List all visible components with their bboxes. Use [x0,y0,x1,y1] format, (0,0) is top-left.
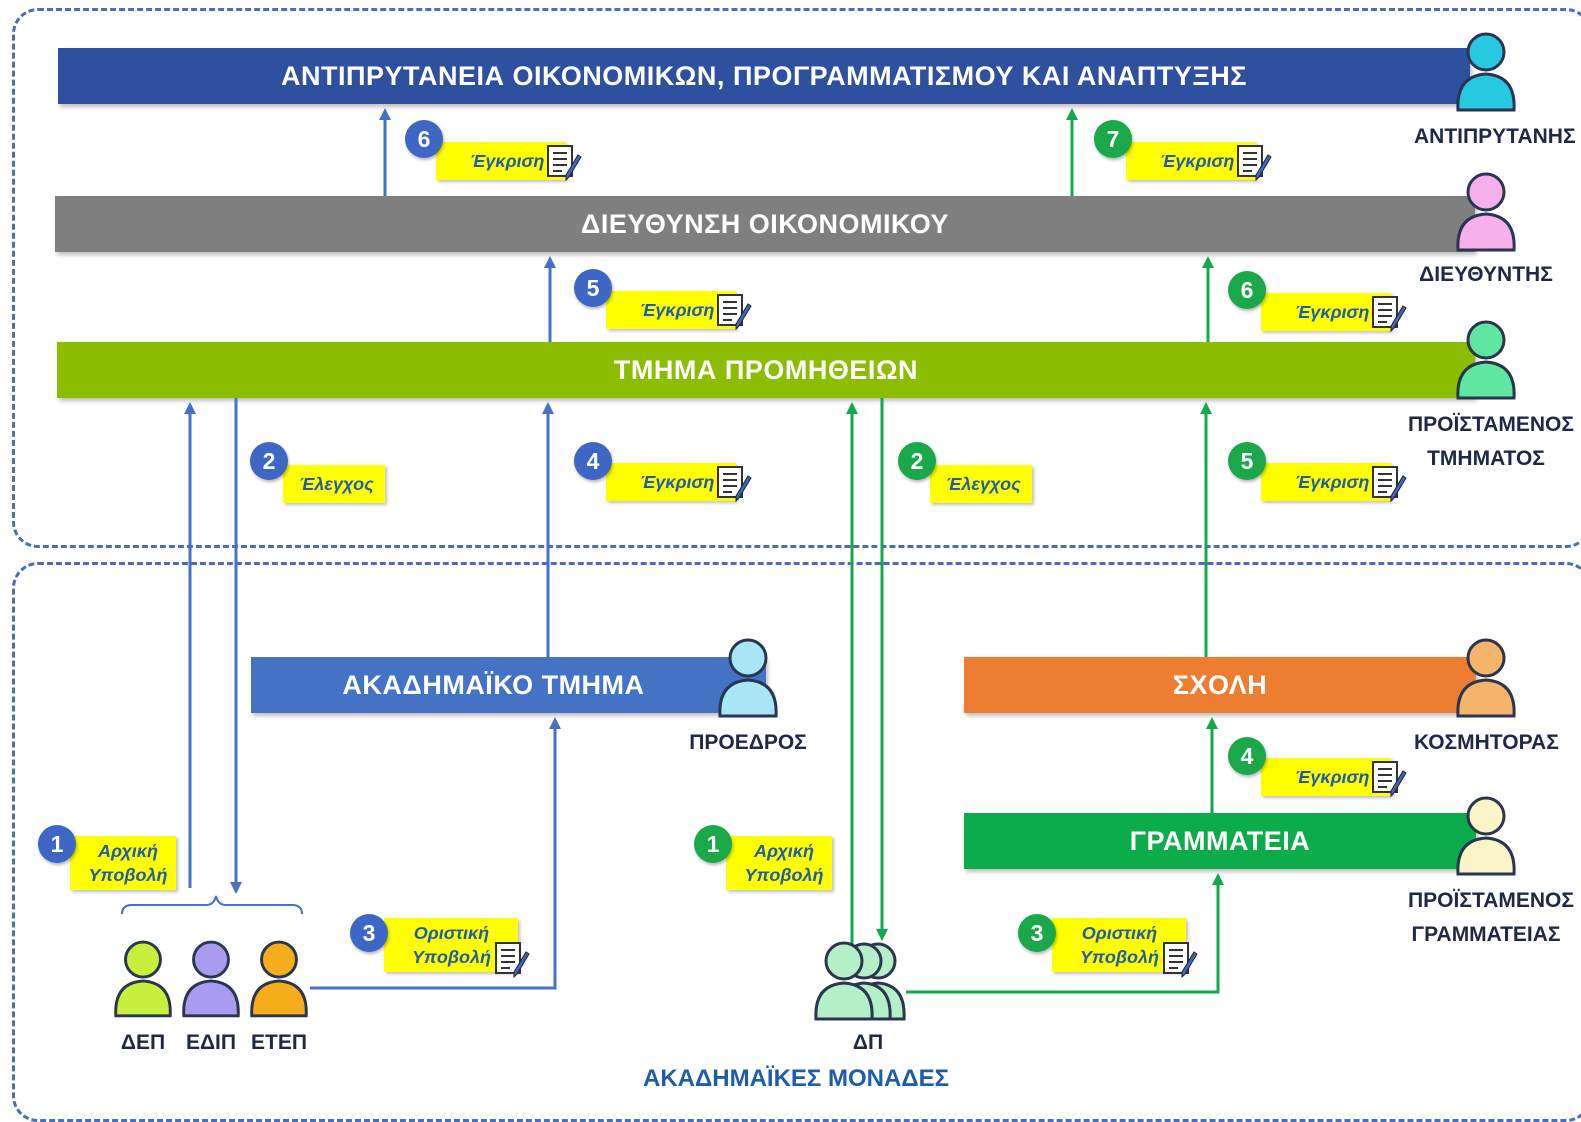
document-icon [1237,145,1272,182]
tag-line2: Υποβολή [744,865,824,885]
school-bar: ΣΧΟΛΗ [964,657,1476,713]
step-number-green-2: 2 [898,442,936,480]
step-number-green-6: 6 [1228,271,1266,309]
step-number-blue-5: 5 [574,269,612,307]
step-tag-blue-6: Έγκριση [436,142,566,180]
step-number-green-5: 5 [1228,442,1266,480]
document-icon [1372,466,1407,503]
procurement-head-person-icon [1456,320,1516,400]
document-icon [1372,296,1407,333]
edip-person-icon [182,940,240,1018]
dp-group-person-icon [814,941,906,1021]
tag-line1: Αρχική [98,841,158,861]
etep-person-icon [250,940,308,1018]
step-tag-green-4: Έγκριση [1261,758,1391,796]
step-tag-blue-2: Έλεγχος [283,465,385,503]
secretariat-head-person-icon [1456,796,1516,876]
vice-rectorate-bar: ΑΝΤΙΠΡΥΤΑΝΕΙΑ ΟΙΚΟΝΟΜΙΚΩΝ, ΠΡΟΓΡΑΜΜΑΤΙΣΜ… [58,48,1470,104]
document-icon [717,466,752,503]
step-number-blue-1: 1 [38,825,76,863]
tag-line1: Οριστική [413,923,490,943]
step-number-blue-6: 6 [405,120,443,158]
director-person-icon [1456,172,1516,252]
step-number-blue-2: 2 [250,442,288,480]
tag-line1: Αρχική [754,841,814,861]
dp-label: ΔΠ [852,1031,884,1054]
finance-directorate-bar: ΔΙΕΥΘΥΝΣΗ ΟΙΚΟΝΟΜΙΚΟΥ [55,196,1475,252]
label-line1: ΠΡΟΪΣΤΑΜΕΝΟΣ [1408,889,1574,912]
step-number-green-4: 4 [1228,737,1266,775]
document-icon [547,145,582,182]
arrow-blue-final-submit [310,717,561,990]
procurement-head-label: ΠΡΟΪΣΤΑΜΕΝΟΣ ΤΜΗΜΑΤΟΣ [1408,408,1574,476]
step-tag-green-7: Έγκριση [1126,142,1256,180]
document-icon [495,942,530,979]
secretariat-bar: ΓΡΑΜΜΑΤΕΙΑ [964,813,1476,869]
chair-label: ΠΡΟΕΔΡΟΣ [689,731,807,754]
dep-person-icon [114,940,172,1018]
tag-line1: Οριστική [1081,923,1158,943]
document-icon [1163,942,1198,979]
step-tag-green-5: Έγκριση [1261,463,1391,501]
step-tag-blue-5: Έγκριση [606,291,736,329]
tag-line2: Υποβολή [1080,947,1159,967]
edip-label: ΕΔΙΠ [185,1031,237,1054]
step-number-blue-3: 3 [350,914,388,952]
brace [121,895,303,915]
step-number-blue-4: 4 [574,442,612,480]
document-icon [1372,761,1407,798]
step-tag-green-2: Έλεγχος [930,465,1032,503]
step-tag-blue-4: Έγκριση [606,463,736,501]
step-tag-green-6: Έγκριση [1261,293,1391,331]
document-icon [717,294,752,331]
academic-units-footer: ΑΚΑΔΗΜΑΪΚΕΣ ΜΟΝΑΔΕΣ [643,1065,949,1092]
vice-rector-label: ΑΝΤΙΠΡΥΤΑΝΗΣ [1414,125,1576,148]
step-number-green-3: 3 [1018,914,1056,952]
step-number-green-7: 7 [1094,120,1132,158]
dep-label: ΔΕΠ [120,1031,166,1054]
label-line2: ΤΜΗΜΑΤΟΣ [1427,447,1545,470]
secretariat-head-label: ΠΡΟΪΣΤΑΜΕΝΟΣ ΓΡΑΜΜΑΤΕΙΑΣ [1408,884,1574,952]
dean-person-icon [1456,638,1516,718]
etep-label: ΕΤΕΠ [250,1031,307,1054]
chair-person-icon [718,638,778,718]
director-label: ΔΙΕΥΘΥΝΤΗΣ [1419,263,1553,286]
academic-department-bar: ΑΚΑΔΗΜΑΪΚΟ ΤΜΗΜΑ [251,657,766,713]
vice-rector-person-icon [1456,32,1516,112]
arrow-green-final-submit [906,873,1224,994]
procurement-bar: ΤΜΗΜΑ ΠΡΟΜΗΘΕΙΩΝ [57,342,1475,398]
label-line2: ΓΡΑΜΜΑΤΕΙΑΣ [1411,923,1561,946]
tag-line2: Υποβολή [412,947,491,967]
label-line1: ΠΡΟΪΣΤΑΜΕΝΟΣ [1408,413,1574,436]
dean-label: ΚΟΣΜΗΤΟΡΑΣ [1414,731,1559,754]
step-number-green-1: 1 [694,825,732,863]
tag-line2: Υποβολή [88,865,168,885]
administration-zone [12,8,1581,548]
